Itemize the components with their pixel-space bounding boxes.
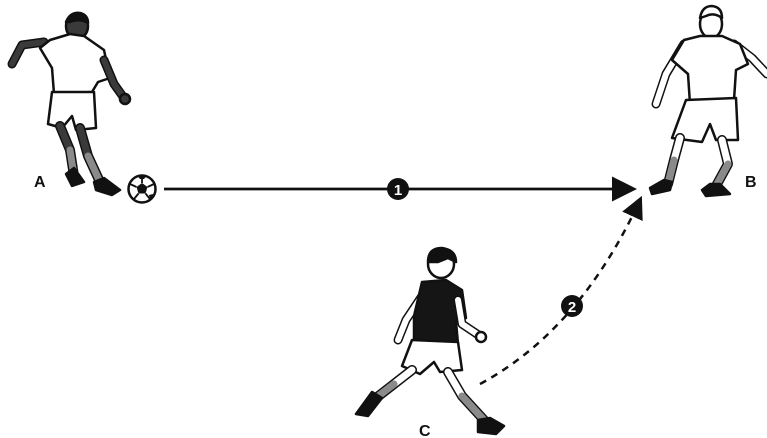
step-2-number: 2 <box>568 299 576 316</box>
soccer-ball-icon <box>129 176 156 203</box>
player-b <box>650 6 767 196</box>
player-c-label: C <box>419 423 431 438</box>
step-1-badge: 1 <box>387 178 409 200</box>
player-c <box>356 248 504 434</box>
step-1-number: 1 <box>394 182 402 199</box>
player-a-label: A <box>34 174 46 191</box>
player-a <box>12 13 130 195</box>
player-b-label: B <box>745 174 757 191</box>
run-arrow <box>480 200 640 384</box>
step-2-badge: 2 <box>561 295 583 317</box>
